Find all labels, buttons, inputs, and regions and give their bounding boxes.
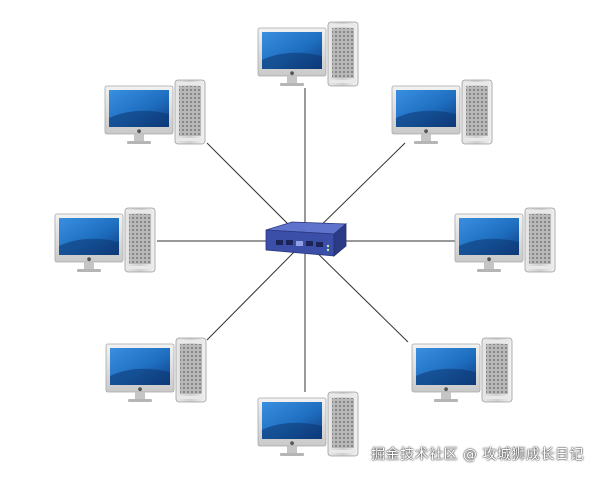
svg-text:●: ● [87,257,92,263]
desktop-computer-icon: ● [257,391,359,457]
desktop-computer-icon: ● [257,21,359,87]
desktop-computer-icon: ● [54,207,156,273]
svg-text:●: ● [487,257,492,263]
svg-text:●: ● [137,129,142,135]
svg-text:●: ● [444,387,449,393]
svg-text:●: ● [424,129,429,135]
svg-text:●: ● [290,441,295,447]
desktop-computer-icon: ● [411,337,513,403]
computer-nodes: ● ● ● [54,21,556,457]
watermark-text: 掘金技术社区 @ 攻城狮成长日记 [371,447,584,463]
desktop-computer-icon: ● [454,207,556,273]
svg-text:●: ● [138,387,143,393]
desktop-computer-icon: ● [104,79,206,145]
network-switch-icon [265,221,348,257]
desktop-computer-icon: ● [391,79,493,145]
network-link-6 [206,240,306,341]
network-link-7 [304,240,409,343]
svg-text:●: ● [290,71,295,77]
desktop-computer-icon: ● [105,337,207,403]
